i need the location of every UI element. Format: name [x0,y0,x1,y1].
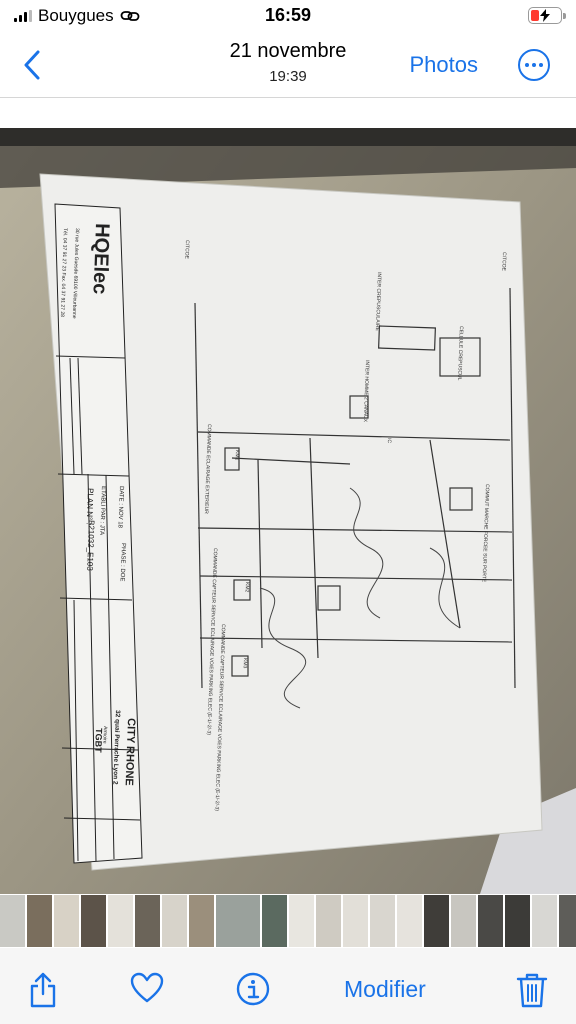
thumbnail[interactable] [289,895,314,947]
thumbnail[interactable] [27,895,52,947]
inter-homme: INTER HOMME 2 CANAUX [362,360,370,423]
cellule-crepuscul: CELLULE CREPUSCUL [456,326,464,381]
thumbnail[interactable] [451,895,476,947]
thumbnail[interactable] [81,895,106,947]
carrier-name: Bouygues [38,6,114,25]
info-button[interactable] [236,972,270,1011]
bottom-toolbar: Modifier [0,948,576,1024]
command-1: COMMANDE ECLAIRAGE EXTERIEUR [203,424,212,514]
nav-title: 21 novembre 19:39 [0,40,576,85]
project-address: 32 quai Perrache Lyon 2 [111,710,121,785]
thumbnail[interactable] [532,895,557,947]
thumbnail[interactable] [216,895,260,947]
thumbnail[interactable] [343,895,368,947]
thumbnail[interactable] [162,895,187,947]
commut-label: COMMUT MARCHE FORCEE SUR PORTE [481,484,490,583]
plan-number: B21032_E103 [85,520,96,572]
heart-icon [130,972,164,1003]
board-name: TGBT [93,728,104,753]
label-ic: IC [386,438,392,444]
thumbnail[interactable] [0,895,25,947]
company-address: 30 rue Jules Guesde 69100 Villeurbanne [71,228,80,319]
delete-button[interactable] [516,972,548,1013]
board-label: Armoire [101,726,108,744]
nav-date: 21 novembre [229,40,347,62]
thumbnail[interactable] [424,895,449,947]
feed-top: CITCOE [500,252,507,272]
share-icon [30,972,56,1008]
schematic [194,287,516,689]
info-circle-icon [236,972,270,1006]
feed-bottom: CITCOE [183,240,190,260]
chevron-left-icon [24,50,40,80]
status-left: Bouygues [14,6,140,26]
photos-link[interactable]: Photos [409,52,479,77]
thumbnail[interactable] [397,895,422,947]
edit-button[interactable]: Modifier [344,976,426,1002]
label-km2: KM2 [244,582,250,593]
nav-time: 19:39 [269,68,307,85]
thumbnail[interactable] [108,895,133,947]
thumbnail[interactable] [262,895,287,947]
battery-icon [528,7,566,24]
thumbnail[interactable] [559,895,576,947]
trash-icon [516,973,548,1008]
signatures [259,487,461,709]
phase-label: PHASE : DOE [119,543,126,582]
thumbnail[interactable] [189,895,214,947]
nav-bar: 21 novembre 19:39 Photos [0,32,576,98]
thumbnail[interactable] [54,895,79,947]
signal-icon [14,10,32,22]
label-km3: KM3 [242,658,248,669]
thumbnail[interactable] [370,895,395,947]
title-block [54,203,143,864]
inter-crepusculaire: INTER CREPUSCULAIRE [374,272,382,332]
date-label: DATE : NOV 18 [117,486,124,529]
link-icon [120,11,140,21]
company-name: HQElec [89,223,113,295]
established-label: ETABLI PAR : JTA [98,486,106,535]
photo-viewer[interactable]: HQElec 30 rue Jules Guesde 69100 Villeur… [0,128,576,894]
favorite-button[interactable] [130,972,164,1009]
thumbnail[interactable] [505,895,530,947]
project-name: CITY RHONE [123,718,137,786]
ellipsis-circle-icon [525,63,529,67]
share-button[interactable] [28,972,58,1013]
photo-image: HQElec 30 rue Jules Guesde 69100 Villeur… [0,128,576,894]
thumbnail[interactable] [478,895,503,947]
plan-label: PLAN N° : [85,488,95,525]
company-phone: Tél. 04 37 91 27 23 Fax. 04 37 91 27 28 [59,228,68,317]
label-km1: KM1 [234,450,240,461]
charging-bolt-icon [540,9,550,22]
more-button[interactable] [518,49,550,81]
thumbnail[interactable] [316,895,341,947]
status-bar: Bouygues 16:59 [0,0,576,32]
back-button[interactable] [18,48,48,82]
thumbnail-strip[interactable] [0,894,576,948]
thumbnail[interactable] [135,895,160,947]
status-time: 16:59 [264,5,312,25]
